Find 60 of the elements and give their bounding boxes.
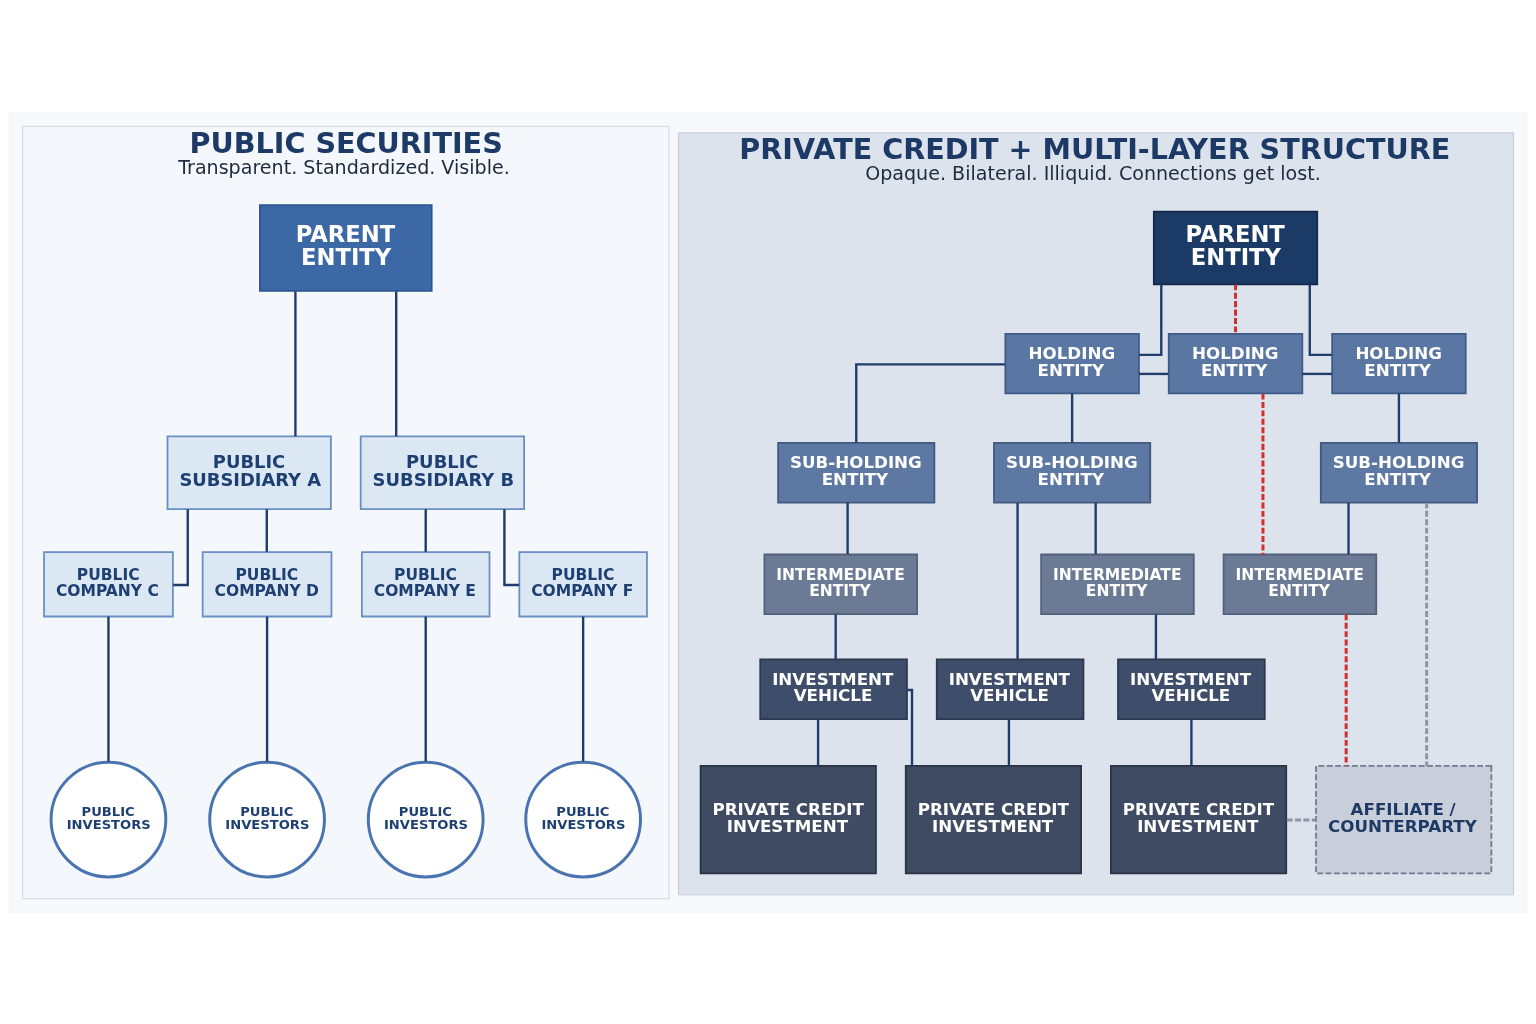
connector — [907, 688, 914, 766]
connector — [1007, 718, 1011, 766]
connector — [395, 290, 398, 436]
connector — [107, 616, 110, 762]
node-box: HOLDING ENTITY — [1331, 332, 1467, 394]
connector — [1286, 818, 1316, 821]
node-box: PARENT ENTITY — [259, 203, 433, 292]
connector — [855, 362, 1005, 443]
connector — [1425, 502, 1429, 766]
connector — [1344, 614, 1348, 766]
node-box: PUBLIC SUBSIDIARY B — [359, 435, 525, 510]
connector — [424, 508, 427, 552]
node-box: HOLDING ENTITY — [1167, 332, 1304, 394]
node-box: PRIVATE CREDIT INVESTMENT — [699, 764, 877, 874]
connector — [1234, 284, 1237, 333]
node-box: INVESTMENT VEHICLE — [759, 658, 908, 720]
connector — [265, 508, 268, 552]
node-box: PUBLIC COMPANY C — [43, 550, 174, 617]
node-box: PUBLIC SUBSIDIARY A — [166, 435, 332, 510]
connector — [816, 718, 820, 766]
node-circle: PUBLIC INVESTORS — [49, 760, 168, 878]
connector — [1397, 392, 1401, 443]
node-box: INTERMEDIATE ENTITY — [1222, 553, 1378, 615]
node-box: PRIVATE CREDIT INVESTMENT — [904, 764, 1082, 874]
connector — [1094, 502, 1097, 554]
connector — [834, 614, 837, 659]
connector — [265, 616, 269, 762]
node-box: SUB-HOLDING ENTITY — [993, 441, 1152, 503]
node-box: PRIVATE CREDIT INVESTMENT — [1110, 764, 1288, 874]
node-box: PUBLIC COMPANY E — [361, 550, 491, 617]
node-box: INTERMEDIATE ENTITY — [1040, 553, 1195, 615]
node-box: INVESTMENT VEHICLE — [1117, 658, 1266, 720]
connector — [846, 502, 849, 554]
connector — [1261, 393, 1265, 554]
node-circle: PUBLIC INVESTORS — [524, 760, 642, 878]
connector — [1154, 614, 1158, 659]
node-box: PARENT ENTITY — [1152, 210, 1319, 285]
connector — [1302, 372, 1332, 375]
connector — [581, 616, 585, 762]
connector — [503, 508, 520, 586]
node-box: PUBLIC COMPANY F — [518, 550, 648, 617]
node-box: SUB-HOLDING ENTITY — [1319, 441, 1478, 503]
connector — [1308, 283, 1332, 356]
connector — [1139, 372, 1169, 375]
node-circle: PUBLIC INVESTORS — [208, 760, 326, 878]
connector — [1139, 283, 1163, 356]
node-box: AFFILIATE / COUNTERPARTY — [1315, 764, 1493, 874]
connector — [1347, 502, 1350, 554]
connector — [294, 290, 297, 436]
connector — [1190, 718, 1193, 766]
node-box: HOLDING ENTITY — [1004, 332, 1140, 394]
node-box: PUBLIC COMPANY D — [201, 550, 333, 617]
connector — [1070, 392, 1074, 443]
node-circle: PUBLIC INVESTORS — [366, 760, 485, 878]
node-box: SUB-HOLDING ENTITY — [777, 441, 936, 503]
node-box: INTERMEDIATE ENTITY — [763, 553, 918, 615]
connector — [1016, 502, 1019, 659]
connector — [424, 616, 427, 762]
connector — [173, 508, 189, 586]
node-box: INVESTMENT VEHICLE — [935, 658, 1085, 720]
